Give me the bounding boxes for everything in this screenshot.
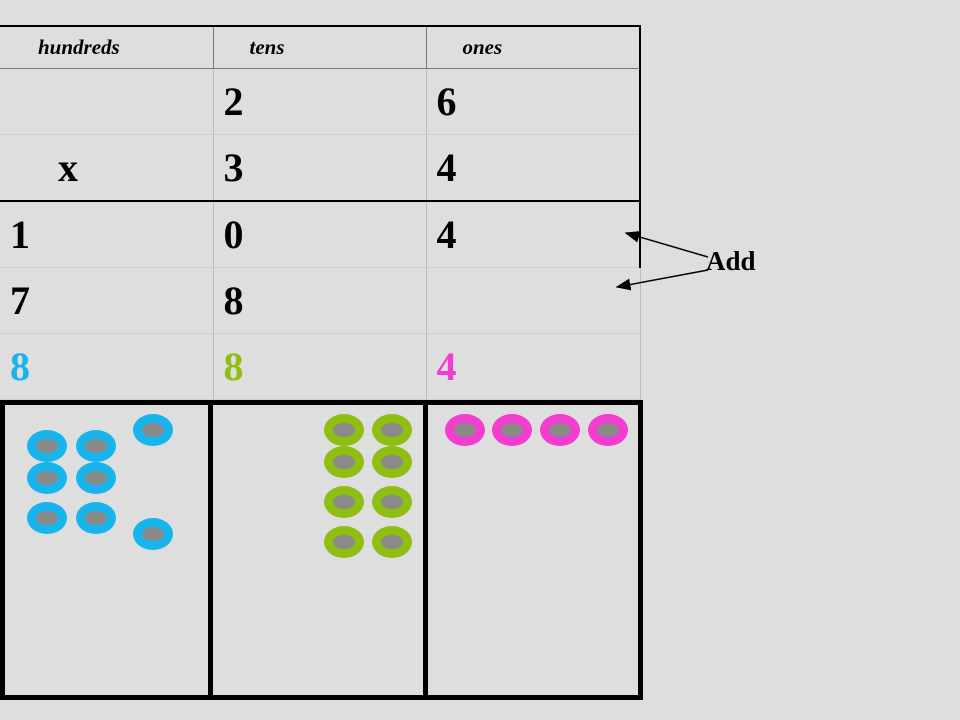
partial2-ones [426,267,641,334]
multiplicand-row: 2 6 [0,68,641,135]
partial-product-row-2: 7 8 [0,267,641,334]
hundreds-chip [27,502,67,534]
multiplier-row: x 3 4 [0,134,641,202]
sum-row: 8 8 4 [0,333,641,400]
hundreds-chip [133,414,173,446]
tens-chip [372,446,412,478]
ones-chip [445,414,485,446]
tens-chip [324,446,364,478]
tens-chip [372,526,412,558]
tens-chip [372,414,412,446]
sum-ones: 4 [426,333,641,400]
hundreds-chip [27,430,67,462]
multiply-sign: x [0,134,214,202]
ones-chip [540,414,580,446]
partial1-tens: 0 [213,201,427,268]
hundreds-chip [76,430,116,462]
tens-bin [208,400,428,700]
hundreds-chip [76,462,116,494]
hundreds-bin [0,400,213,700]
tens-chip [324,414,364,446]
tens-chip [324,486,364,518]
partial1-hundreds: 1 [0,201,214,268]
ones-bin [423,400,643,700]
partial-product-row-1: 1 0 4 [0,201,641,268]
partial2-hundreds: 7 [0,267,214,334]
ones-chip [492,414,532,446]
header-tens: tens [213,25,427,69]
sum-tens: 8 [213,333,427,400]
partial2-tens: 8 [213,267,427,334]
sum-hundreds: 8 [0,333,214,400]
partial1-ones: 4 [426,201,641,268]
ones-chip [588,414,628,446]
tens-chip [324,526,364,558]
multiplicand-tens: 2 [213,68,427,135]
header-hundreds: hundreds [0,25,214,69]
multiplicand-ones: 6 [426,68,641,135]
add-label: Add [706,246,756,276]
multiplier-tens: 3 [213,134,427,202]
hundreds-chip [133,518,173,550]
multiplicand-hundreds [0,68,214,135]
header-row: hundreds tens ones [0,25,641,69]
header-ones: ones [426,25,641,69]
hundreds-chip [27,462,67,494]
tens-chip [372,486,412,518]
multiplier-ones: 4 [426,134,641,202]
hundreds-chip [76,502,116,534]
place-value-table: hundreds tens ones 2 6 x 3 4 1 0 4 7 8 8… [0,25,641,400]
